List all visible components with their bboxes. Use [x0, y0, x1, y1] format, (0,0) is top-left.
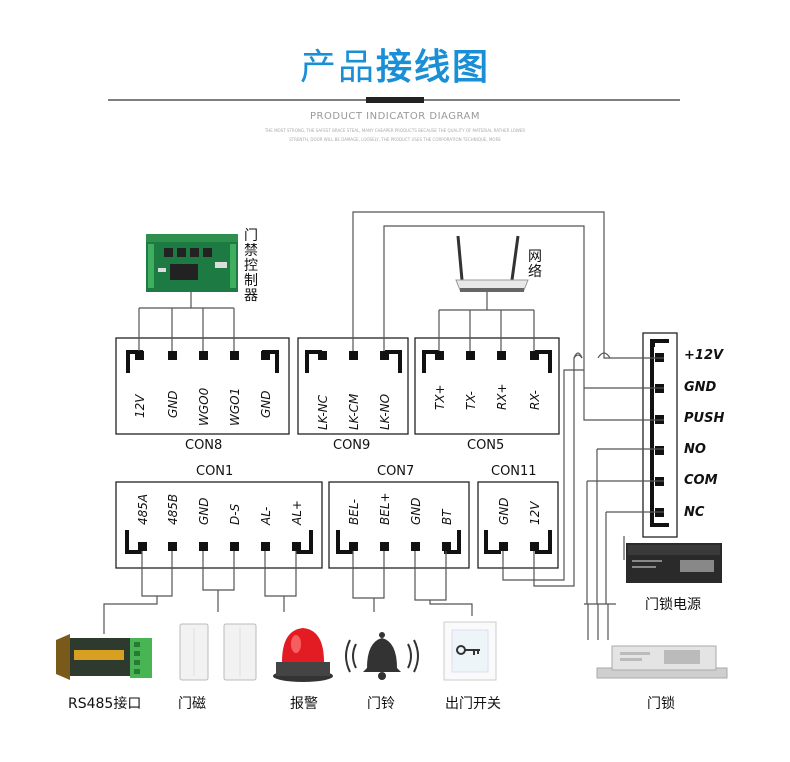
con9-pin-3: LK-NO — [378, 393, 392, 430]
psu-terminal-push: PUSH — [684, 411, 725, 426]
con1-pin-5: AL- — [259, 506, 273, 525]
con1-pin-6: AL+ — [290, 500, 304, 525]
con8-pin-2: GND — [166, 390, 180, 418]
con1-label: CON1 — [196, 464, 234, 479]
door-magnet — [179, 623, 257, 681]
exit-label: 出门开关 — [445, 696, 501, 712]
con11-label: CON11 — [491, 464, 537, 479]
alarm-label: 报警 — [290, 696, 318, 712]
magnet-label: 门磁 — [178, 696, 206, 712]
psu-label: 门锁电源 — [645, 597, 701, 613]
rs485-label: RS485接口 — [68, 696, 142, 712]
psu-terminal-com: COM — [684, 473, 718, 488]
con5-label: CON5 — [467, 438, 505, 453]
psu-terminal-gnd: GND — [684, 380, 717, 395]
con5-pin-4: RX- — [528, 390, 542, 410]
con7-pin-3: GND — [409, 497, 423, 525]
con5-pin-3: RX+ — [495, 383, 509, 410]
psu-terminal-housing — [642, 332, 678, 538]
psu-terminal-12v: +12V — [684, 348, 724, 363]
con1-housing — [115, 481, 323, 569]
con11-pin-1: GND — [497, 497, 511, 525]
lock-power-supply — [626, 543, 722, 583]
fine-print-1: THE MOST STRONG, THE SAFEST BRACE STEAL,… — [264, 128, 526, 133]
con7-pin-1: BEL- — [347, 499, 361, 525]
controller-label: 门禁控制器 — [244, 228, 258, 304]
bell-label: 门铃 — [367, 696, 395, 712]
lock-label: 门锁 — [647, 696, 675, 712]
con8-pin-4: WGO1 — [228, 387, 242, 426]
network-router — [455, 235, 529, 292]
con1-pin-2: 485B — [166, 493, 180, 525]
exit-switch — [443, 621, 497, 681]
electric-lock — [596, 645, 728, 679]
con9-pin-1: LK-NC — [316, 394, 330, 430]
page-subtitle: PRODUCT INDICATOR DIAGRAM — [310, 111, 480, 122]
rs485-converter — [56, 634, 152, 680]
con11-pin-2: 12V — [528, 501, 542, 525]
alarm-light — [273, 628, 333, 682]
con8-pin-5: GND — [259, 390, 273, 418]
page-title: 产品接线图 — [299, 47, 491, 88]
con1-pin-3: GND — [197, 497, 211, 525]
access-controller-board — [146, 234, 238, 292]
door-bell-icon — [345, 632, 419, 680]
con1-pin-4: D-S — [228, 503, 242, 525]
con9-label: CON9 — [333, 438, 371, 453]
con5-housing — [414, 337, 560, 435]
con8-pin-3: WGO0 — [197, 387, 211, 426]
con7-housing — [328, 481, 470, 569]
con7-pin-4: BT — [440, 509, 454, 525]
psu-terminal-no: NO — [684, 442, 706, 457]
con8-pin-1: 12V — [133, 394, 147, 418]
network-label: 网络 — [528, 249, 542, 280]
con8-label: CON8 — [185, 438, 223, 453]
con5-pin-1: TX+ — [433, 384, 447, 410]
con9-pin-2: LK-CM — [347, 393, 361, 430]
con7-label: CON7 — [377, 464, 415, 479]
psu-terminal-nc: NC — [684, 505, 705, 520]
con11-housing — [477, 481, 559, 569]
con5-pin-2: TX- — [464, 391, 478, 410]
con1-pin-1: 485A — [136, 493, 150, 525]
con7-pin-2: BEL+ — [378, 492, 392, 525]
fine-print-2: STRENTH, DOOR WILL BE DAMAGE, LOOSELY, T… — [289, 137, 501, 142]
